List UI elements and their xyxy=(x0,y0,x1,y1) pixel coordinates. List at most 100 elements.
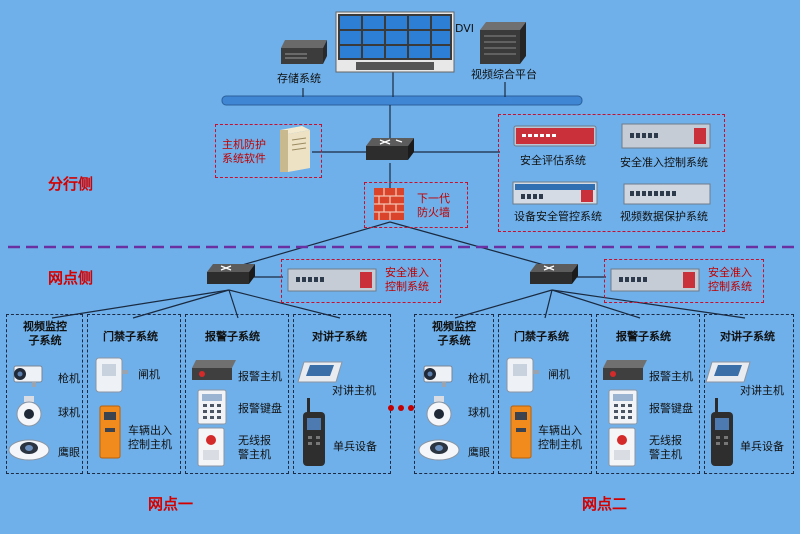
intercom-host-label: 对讲主机 xyxy=(332,384,376,397)
security-appliance-icon xyxy=(623,183,711,205)
security-appliance-icon xyxy=(610,268,700,292)
alarm-host-label: 报警主机 xyxy=(238,370,282,383)
alarm-keypad-label: 报警键盘 xyxy=(238,402,282,415)
site-two-label: 网点二 xyxy=(582,495,628,513)
firewall-icon xyxy=(374,188,404,220)
security-appliance-icon xyxy=(287,268,377,292)
intercom-title: 对讲子系统 xyxy=(720,330,775,343)
intercom-host-icon xyxy=(297,361,343,383)
video-subsystem-box xyxy=(414,314,494,474)
switch-icon xyxy=(207,264,255,284)
host-protect-label-1: 主机防护 xyxy=(222,138,266,151)
gate-label: 闸机 xyxy=(138,368,160,381)
video-title-1: 视频监控 xyxy=(23,320,67,333)
vehicle-controller-icon xyxy=(510,405,532,459)
alarm-title: 报警子系统 xyxy=(616,330,671,343)
firewall-label-2: 防火墙 xyxy=(417,206,450,219)
video-subsystem-box xyxy=(6,314,83,474)
storage-label: 存储系统 xyxy=(277,72,321,85)
intercom-subsystem-box xyxy=(293,314,391,474)
alarm-subsystem-box xyxy=(596,314,700,474)
wireless-alarm-icon xyxy=(608,427,636,467)
access-label-1: 安全准入 xyxy=(385,266,429,279)
alarm-keypad-icon xyxy=(608,389,638,425)
core-switch-icon xyxy=(366,138,414,160)
dvi-label: DVI xyxy=(455,22,475,35)
camera-bullet-label: 枪机 xyxy=(468,372,490,385)
fisheye-camera-icon xyxy=(418,439,460,461)
camera-fisheye-label: 鹰眼 xyxy=(58,446,80,459)
fisheye-camera-icon xyxy=(8,439,50,461)
alarm-keypad-label: 报警键盘 xyxy=(649,402,693,415)
host-protect-label-2: 系统软件 xyxy=(222,152,266,165)
access-label-2: 控制系统 xyxy=(708,280,752,293)
site-one-label: 网点一 xyxy=(148,495,194,513)
security-item-2: 设备安全管控系统 xyxy=(514,210,602,223)
security-appliance-icon xyxy=(512,181,598,205)
single-device-label: 单兵设备 xyxy=(740,440,784,453)
vehicle-controller-icon xyxy=(99,405,121,459)
dome-camera-icon xyxy=(426,396,452,427)
firewall-label-1: 下一代 xyxy=(417,192,450,205)
alarm-host-label: 报警主机 xyxy=(649,370,693,383)
video-title-1: 视频监控 xyxy=(432,320,476,333)
branch-side-label: 分行侧 xyxy=(48,175,94,193)
wireless-label-1: 无线报 xyxy=(238,434,271,447)
intercom-subsystem-box xyxy=(704,314,794,474)
alarm-title: 报警子系统 xyxy=(205,330,260,343)
wireless-label-1: 无线报 xyxy=(649,434,682,447)
camera-bullet-label: 枪机 xyxy=(58,372,80,385)
video-platform-label: 视频综合平台 xyxy=(471,68,537,81)
walkie-talkie-icon xyxy=(303,398,325,466)
bullet-camera-icon xyxy=(13,365,43,387)
alarm-host-icon xyxy=(603,360,647,380)
firewall-box xyxy=(364,182,468,228)
host-protect-box xyxy=(215,124,322,178)
wireless-alarm-icon xyxy=(197,427,225,467)
dome-camera-icon xyxy=(16,396,42,427)
intercom-title: 对讲子系统 xyxy=(312,330,367,343)
switch-icon xyxy=(530,264,578,284)
storage-server-icon xyxy=(281,40,327,64)
platform-chassis-icon xyxy=(480,22,526,64)
camera-dome-label: 球机 xyxy=(468,406,490,419)
bullet-camera-icon xyxy=(423,365,453,387)
access-label-1: 安全准入 xyxy=(708,266,752,279)
intercom-host-icon xyxy=(705,361,751,383)
single-device-label: 单兵设备 xyxy=(333,440,377,453)
wireless-label-2: 警主机 xyxy=(649,448,682,461)
security-appliance-icon xyxy=(513,125,597,147)
door-title: 门禁子系统 xyxy=(103,330,158,343)
wireless-label-2: 警主机 xyxy=(238,448,271,461)
vehicle-label-2: 控制主机 xyxy=(538,438,582,451)
access-control-box xyxy=(281,259,441,303)
alarm-keypad-icon xyxy=(197,389,227,425)
vehicle-label-1: 车辆出入 xyxy=(538,424,582,437)
alarm-subsystem-box xyxy=(185,314,289,474)
camera-fisheye-label: 鹰眼 xyxy=(468,446,490,459)
video-title-2: 子系统 xyxy=(437,334,471,347)
access-control-box xyxy=(604,259,764,303)
security-item-0: 安全评估系统 xyxy=(520,154,586,167)
security-appliance-icon xyxy=(621,123,711,149)
security-systems-box xyxy=(498,114,725,232)
vehicle-label-1: 车辆出入 xyxy=(128,424,172,437)
door-subsystem-box xyxy=(498,314,592,474)
gate-label: 闸机 xyxy=(548,368,570,381)
network-side-label: 网点侧 xyxy=(48,269,94,287)
door-subsystem-box xyxy=(87,314,181,474)
access-label-2: 控制系统 xyxy=(385,280,429,293)
camera-dome-label: 球机 xyxy=(58,406,80,419)
video-title-2: 子系统 xyxy=(28,334,62,347)
door-title: 门禁子系统 xyxy=(514,330,569,343)
host-server-icon xyxy=(280,126,310,172)
vehicle-label-2: 控制主机 xyxy=(128,438,172,451)
video-wall-icon xyxy=(335,11,455,73)
ellipsis-dots-icon xyxy=(388,405,414,411)
turnstile-icon xyxy=(95,357,128,393)
security-item-3: 视频数据保护系统 xyxy=(620,210,708,223)
intercom-host-label: 对讲主机 xyxy=(740,384,784,397)
walkie-talkie-icon xyxy=(711,398,733,466)
